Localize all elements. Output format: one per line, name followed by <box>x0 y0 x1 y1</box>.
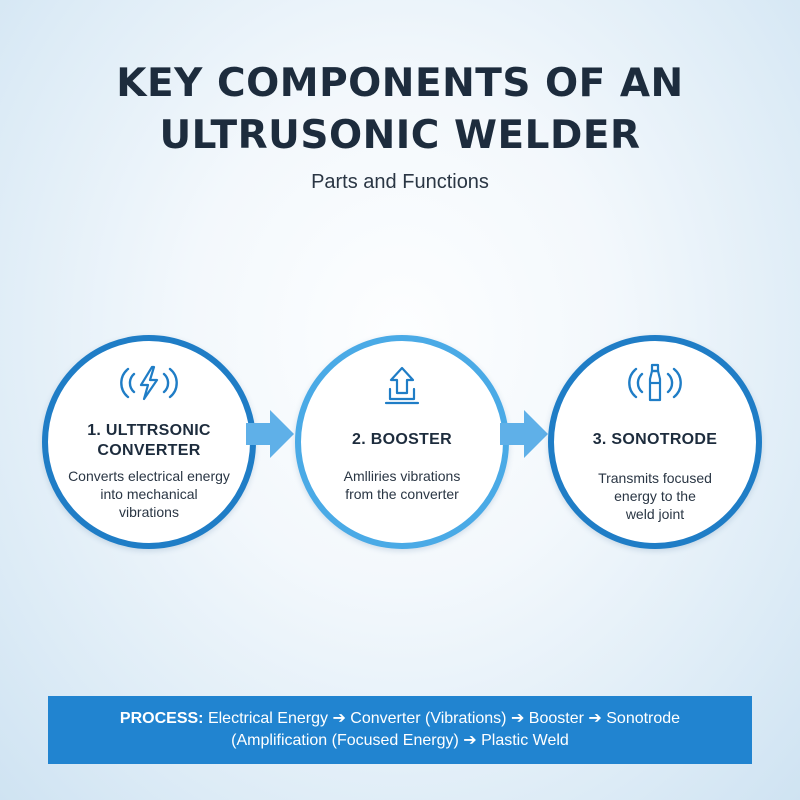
converter-title-line-1: 1. ULTTRSONIC <box>87 422 211 439</box>
booster-title: 2. BOOSTER <box>309 430 495 450</box>
diagram-subtitle: Parts and Functions <box>311 171 489 193</box>
process-label: PROCESS: <box>119 710 204 727</box>
process-text-line-2: (Amplification (Focused Energy) ➔ Plasti… <box>231 732 569 749</box>
horn-waves-icon <box>628 363 682 402</box>
process-text-line-1: Electrical Energy ➔ Converter (Vibration… <box>207 710 681 727</box>
sonotrode-node: 3. SONOTRODE Transmits focused energy to… <box>548 335 762 549</box>
booster-node: 2. BOOSTER Amlliries vibrations from the… <box>295 335 509 549</box>
upload-arrow-icon <box>384 366 420 405</box>
process-banner: PROCESS: Electrical Energy ➔ Converter (… <box>48 696 752 764</box>
converter-desc-line-1: Converts electrical energy <box>68 468 230 484</box>
sonotrode-desc-line-2: energy to the <box>614 488 696 504</box>
flow-arrow-icon <box>500 410 548 458</box>
converter-description: Converts electrical energy into mechanic… <box>62 467 236 521</box>
sonotrode-title-line-1: 3. SONOTRODE <box>592 431 718 448</box>
converter-title: 1. ULTTRSONIC CONVERTER <box>56 421 242 461</box>
sonotrode-description: Transmits focused energy to the weld joi… <box>568 469 742 523</box>
converter-desc-line-2: into mechanical <box>100 486 198 502</box>
converter-desc-line-3: vibrations <box>119 504 179 520</box>
process-line-1: PROCESS: Electrical Energy ➔ Converter (… <box>48 708 752 730</box>
booster-desc-line-2: from the converter <box>345 486 459 502</box>
booster-title-line-1: 2. BOOSTER <box>352 431 452 448</box>
booster-description: Amlliries vibrations from the converter <box>315 467 489 503</box>
converter-title-line-2: CONVERTER <box>97 442 201 459</box>
flow-arrow-icon <box>246 410 294 458</box>
title-line-2: ULTRUSONIC WELDER <box>159 113 641 158</box>
converter-node: 1. ULTTRSONIC CONVERTER Converts electri… <box>42 335 256 549</box>
sonotrode-desc-line-3: weld joint <box>625 506 685 522</box>
sonotrode-desc-line-1: Transmits focused <box>598 470 712 486</box>
booster-desc-line-1: Amlliries vibrations <box>343 468 461 484</box>
sonotrode-title: 3. SONOTRODE <box>562 430 748 450</box>
diagram-title: KEY COMPONENTS OF AN ULTRUSONIC WELDER <box>0 58 800 162</box>
lightning-waves-icon <box>120 365 178 401</box>
title-line-1: KEY COMPONENTS OF AN <box>116 61 684 106</box>
